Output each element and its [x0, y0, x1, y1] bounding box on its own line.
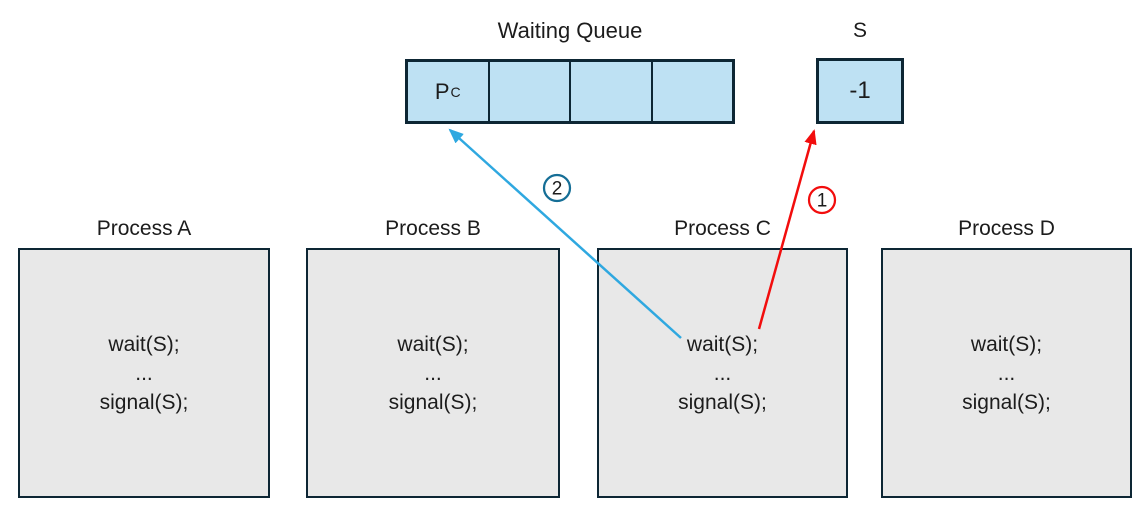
process-d-wait: wait(S);: [970, 332, 1043, 356]
process-b-wait: wait(S);: [397, 332, 469, 356]
process-a-ellipsis: ...: [135, 361, 153, 385]
semaphore-value: -1: [849, 77, 871, 104]
queue-cell-empty: [650, 62, 733, 121]
process-b: Process B wait(S); ... signal(S);: [306, 214, 560, 498]
process-c-signal: signal(S);: [678, 390, 767, 414]
process-c-title: Process C: [674, 217, 771, 240]
step1-badge: 1: [807, 185, 837, 215]
process-d-title: Process D: [958, 217, 1055, 240]
process-d-signal: signal(S);: [962, 390, 1051, 414]
semaphore-label: S: [852, 19, 867, 42]
process-a-title: Process A: [96, 217, 192, 240]
semaphore-box: -1: [816, 58, 904, 124]
process-a-wait: wait(S);: [108, 332, 180, 356]
step2-number: 2: [552, 179, 563, 200]
process-b-signal: signal(S);: [388, 390, 478, 414]
process-b-title: Process B: [385, 217, 481, 240]
step2-badge: 2: [542, 173, 572, 203]
process-b-ellipsis: ...: [424, 361, 442, 385]
queue-cell-empty: [569, 62, 651, 121]
process-a: Process A wait(S); ... signal(S);: [18, 214, 270, 498]
waiting-queue-title: Waiting Queue: [497, 18, 643, 43]
process-d-ellipsis: ...: [997, 361, 1016, 385]
process-c: Process C wait(S); ... signal(S);: [597, 214, 848, 498]
step1-number: 1: [817, 191, 828, 212]
process-c-wait: wait(S);: [686, 332, 759, 356]
process-c-box: wait(S); ... signal(S);: [597, 248, 848, 498]
process-c-ellipsis: ...: [713, 361, 732, 385]
process-a-box: wait(S); ... signal(S);: [18, 248, 270, 498]
queue-occupant-base: P: [434, 78, 450, 104]
process-b-box: wait(S); ... signal(S);: [306, 248, 560, 498]
process-a-signal: signal(S);: [99, 390, 189, 414]
process-d-box: wait(S); ... signal(S);: [881, 248, 1132, 498]
queue-occupant-subscript: C: [450, 83, 461, 100]
process-d: Process D wait(S); ... signal(S);: [881, 214, 1132, 498]
queue-cell-empty: [487, 62, 570, 121]
